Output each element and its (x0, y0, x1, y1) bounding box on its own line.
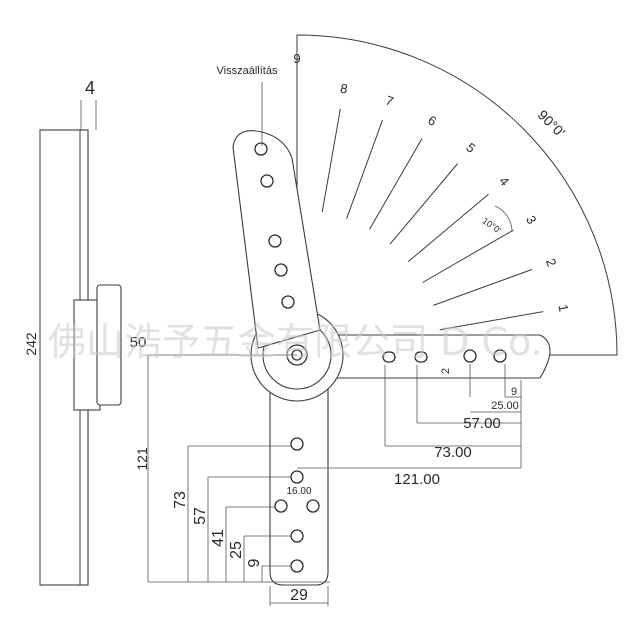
foot-dim-57: 57 (192, 507, 209, 525)
foot-dim-73: 73 (172, 491, 189, 509)
angle-scale: 1 2 3 4 5 6 7 8 9 90°0' 10°0' (293, 34, 618, 356)
scale-tick-3 (422, 229, 514, 283)
foot-hole-3a (274, 499, 288, 513)
foot-hole-3b (306, 499, 320, 513)
lever-hole-4 (274, 263, 288, 277)
scale-label-2: 2 (543, 256, 560, 268)
scale-label-9: 9 (293, 51, 300, 66)
scale-label-8: 8 (339, 81, 349, 97)
side-view: 4 242 50 (23, 78, 147, 586)
scale-label-6: 6 (425, 112, 439, 129)
foot-dim-121: 121 (134, 447, 150, 471)
arm-dim-2: 2 (440, 368, 452, 374)
foot-dim-25: 25 (228, 541, 245, 559)
reset-label: Visszaállítás (217, 65, 278, 77)
scale-tick-5 (389, 163, 459, 245)
scale-label-5: 5 (463, 140, 478, 156)
foot-dim-9: 9 (246, 558, 263, 567)
lever-hole-3 (268, 234, 282, 248)
foot-hole-1 (290, 437, 304, 451)
arm-dim-57: 57.00 (463, 415, 501, 432)
foot-dimensions: 121 73 57 41 25 9 29 16.00 (134, 355, 330, 606)
foot-hole-4 (290, 529, 304, 543)
arc-angle-label: 90°0' (535, 107, 569, 141)
watermark: 佛山浩予五金有限公司 D Co. (48, 320, 543, 364)
scale-label-4: 4 (496, 174, 512, 189)
arm-slot-1 (382, 351, 396, 363)
arm-slot-2 (414, 351, 428, 363)
foot-dim-41: 41 (210, 529, 227, 547)
scale-tick-2 (433, 269, 533, 306)
mid-dim: 50 (130, 334, 147, 351)
arm-hole-4 (493, 349, 507, 363)
foot-width-29: 29 (290, 587, 308, 604)
scale-tick-4 (407, 193, 489, 263)
scale-tick-8 (321, 108, 341, 213)
height-dim: 242 (23, 332, 39, 356)
step-angle-label: 10°0' (481, 216, 504, 236)
lever-hole-2 (260, 174, 274, 188)
side-bracket (96, 284, 122, 406)
scale-tick-7 (346, 119, 383, 219)
arm-dim-9: 9 (511, 386, 517, 398)
arm-hole-3 (463, 349, 477, 363)
step-angle-arc (494, 205, 513, 233)
arm-dim-121: 121.00 (394, 471, 440, 488)
side-hub (73, 299, 101, 411)
scale-label-3: 3 (523, 213, 540, 227)
scale-fan (296, 34, 618, 356)
scale-ticks (296, 75, 544, 331)
hole-pitch: 16.00 (286, 486, 311, 497)
scale-tick-6 (369, 138, 423, 230)
scale-label-7: 7 (384, 92, 396, 109)
foot-hole-2 (290, 470, 304, 484)
scale-label-1: 1 (555, 303, 571, 313)
arm-dim-73: 73.00 (434, 444, 472, 461)
scale-tick-1 (439, 311, 544, 331)
arm-dim-25: 25.00 (491, 400, 519, 412)
arm-dimensions: 9 25.00 57.00 73.00 121.00 2 (148, 354, 522, 488)
lever-hole-1 (254, 142, 268, 156)
thickness-dim: 4 (85, 78, 95, 98)
lever-hole-5 (281, 295, 295, 309)
foot-hole-5 (290, 559, 304, 573)
scale-labels: 1 2 3 4 5 6 7 8 9 (293, 51, 571, 313)
